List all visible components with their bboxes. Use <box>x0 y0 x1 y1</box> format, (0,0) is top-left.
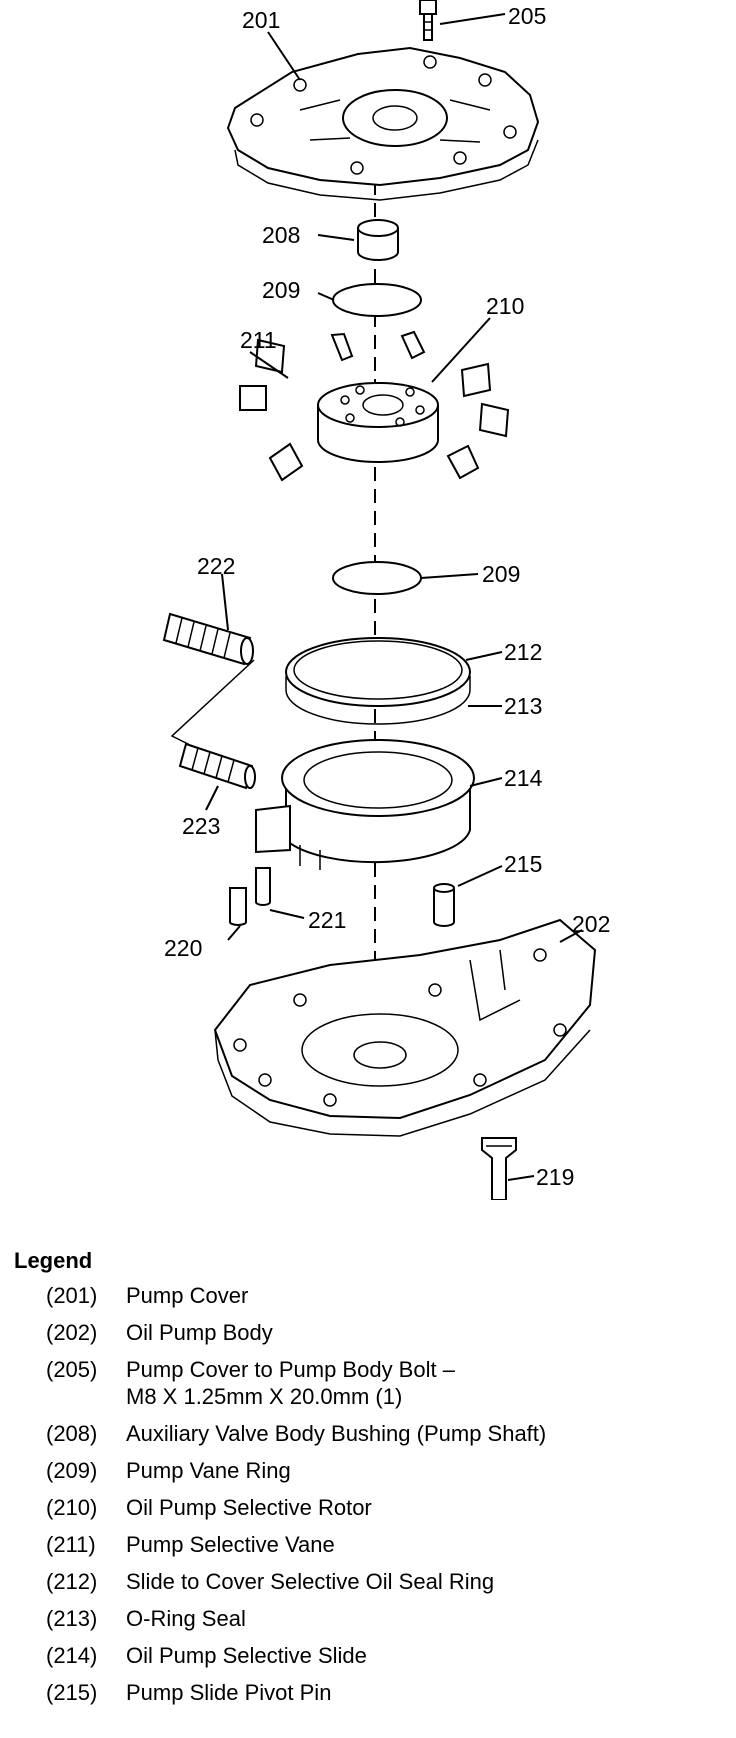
part-214-slide <box>255 739 475 870</box>
callout-211: 211 <box>240 327 277 353</box>
legend-item-text: Pump Slide Pivot Pin <box>126 1680 332 1705</box>
callout-201: 201 <box>242 7 280 33</box>
spring-link-line <box>170 659 255 751</box>
callout-222: 222 <box>197 553 235 579</box>
part-211-vanes <box>239 330 510 482</box>
leader-221 <box>269 909 305 919</box>
legend-item: (210) Oil Pump Selective Rotor <box>14 1494 734 1521</box>
part-223-spring <box>178 742 256 790</box>
legend-title: Legend <box>14 1248 93 1273</box>
leader-212 <box>465 651 503 661</box>
leader-202 <box>559 929 583 943</box>
leader-205 <box>439 13 506 25</box>
leader-215 <box>457 865 503 887</box>
legend-item: (211) Pump Selective Vane <box>14 1531 734 1558</box>
leader-223 <box>205 785 219 811</box>
callout-212: 212 <box>504 639 542 665</box>
leader-222 <box>221 573 229 631</box>
legend-item-text: Pump Cover to Pump Body Bolt – M8 X 1.25… <box>126 1357 455 1409</box>
callout-219: 219 <box>536 1164 574 1190</box>
legend-item-number: (213) <box>46 1606 98 1631</box>
legend-item-text: Auxiliary Valve Body Bushing (Pump Shaft… <box>126 1421 547 1446</box>
legend-item: (209) Pump Vane Ring <box>14 1457 734 1484</box>
part-209-vane-ring-lower <box>332 561 422 595</box>
callout-209-lower: 209 <box>482 561 520 587</box>
legend: Legend (201) Pump Cover (202) Oil Pump Bod… <box>14 1248 734 1716</box>
legend-item-number: (201) <box>46 1283 98 1308</box>
callout-215: 215 <box>504 851 542 877</box>
part-219-fitting <box>481 1137 517 1200</box>
leader-220 <box>227 925 241 941</box>
part-215-pivot-pin <box>433 883 455 927</box>
legend-item-number: (211) <box>46 1532 96 1557</box>
part-205-bolt <box>419 0 437 41</box>
legend-item-number: (209) <box>46 1458 98 1483</box>
callout-214: 214 <box>504 765 543 791</box>
leader-211 <box>249 351 289 379</box>
callout-209-upper: 209 <box>262 277 300 303</box>
legend-item-text: Pump Vane Ring <box>126 1458 291 1483</box>
legend-item-number: (202) <box>46 1320 98 1345</box>
part-201-pump-cover <box>226 46 540 201</box>
legend-item-text: Oil Pump Selective Rotor <box>126 1495 372 1520</box>
legend-item-text: Pump Cover <box>126 1283 249 1308</box>
callout-223: 223 <box>182 813 220 839</box>
legend-item: (202) Oil Pump Body <box>14 1319 734 1346</box>
legend-item: (201) Pump Cover <box>14 1282 734 1309</box>
legend-item: (214) Oil Pump Selective Slide <box>14 1642 734 1669</box>
part-220-pin <box>229 887 247 926</box>
legend-item-text: Pump Selective Vane <box>126 1532 335 1557</box>
legend-item-number: (212) <box>46 1569 98 1594</box>
part-222-spring <box>162 612 254 666</box>
legend-item-number: (208) <box>46 1421 98 1446</box>
callout-210: 210 <box>486 293 524 319</box>
legend-item-text: Oil Pump Selective Slide <box>126 1643 367 1668</box>
part-202-oil-pump-body <box>213 918 597 1137</box>
legend-item: (212) Slide to Cover Selective Oil Seal R… <box>14 1568 734 1595</box>
leader-208 <box>317 234 355 241</box>
part-212-seal-ring <box>285 637 471 707</box>
callout-208: 208 <box>262 222 300 248</box>
legend-item: (213) O-Ring Seal <box>14 1605 734 1632</box>
legend-item: (208) Auxiliary Valve Body Bushing (Pump … <box>14 1420 734 1447</box>
part-213-o-ring <box>285 676 471 725</box>
exploded-view-diagram: 205 201 208 209 <box>162 0 610 1200</box>
callout-202: 202 <box>572 911 610 937</box>
callout-221: 221 <box>308 907 346 933</box>
callout-213: 213 <box>504 693 542 719</box>
legend-item-number: (215) <box>46 1680 98 1705</box>
callout-220: 220 <box>164 935 202 961</box>
part-208-bushing <box>357 219 399 261</box>
leader-209-lower <box>420 573 479 579</box>
legend-item-text: Slide to Cover Selective Oil Seal Ring <box>126 1569 495 1594</box>
leader-210 <box>431 317 491 383</box>
leader-219 <box>507 1175 535 1181</box>
leader-209-upper <box>317 292 335 301</box>
legend-item: (205) Pump Cover to Pump Body Bolt – M8 X… <box>14 1356 734 1410</box>
legend-item-text: Oil Pump Body <box>126 1320 273 1345</box>
legend-item-number: (214) <box>46 1643 98 1668</box>
callout-205: 205 <box>508 3 546 29</box>
leader-214 <box>469 777 503 787</box>
exploded-view-svg: 205 201 208 209 <box>162 0 610 1200</box>
part-209-vane-ring-upper <box>332 283 422 317</box>
leader-201 <box>267 31 301 81</box>
legend-item-number: (210) <box>46 1495 98 1520</box>
legend-item-number: (205) <box>46 1357 98 1382</box>
part-210-rotor <box>317 382 439 463</box>
legend-item-text: O-Ring Seal <box>126 1606 246 1631</box>
legend-item: (215) Pump Slide Pivot Pin <box>14 1679 734 1706</box>
part-221-pin <box>255 867 271 906</box>
legend-list: (201) Pump Cover (202) Oil Pump Body (205)… <box>14 1282 734 1706</box>
